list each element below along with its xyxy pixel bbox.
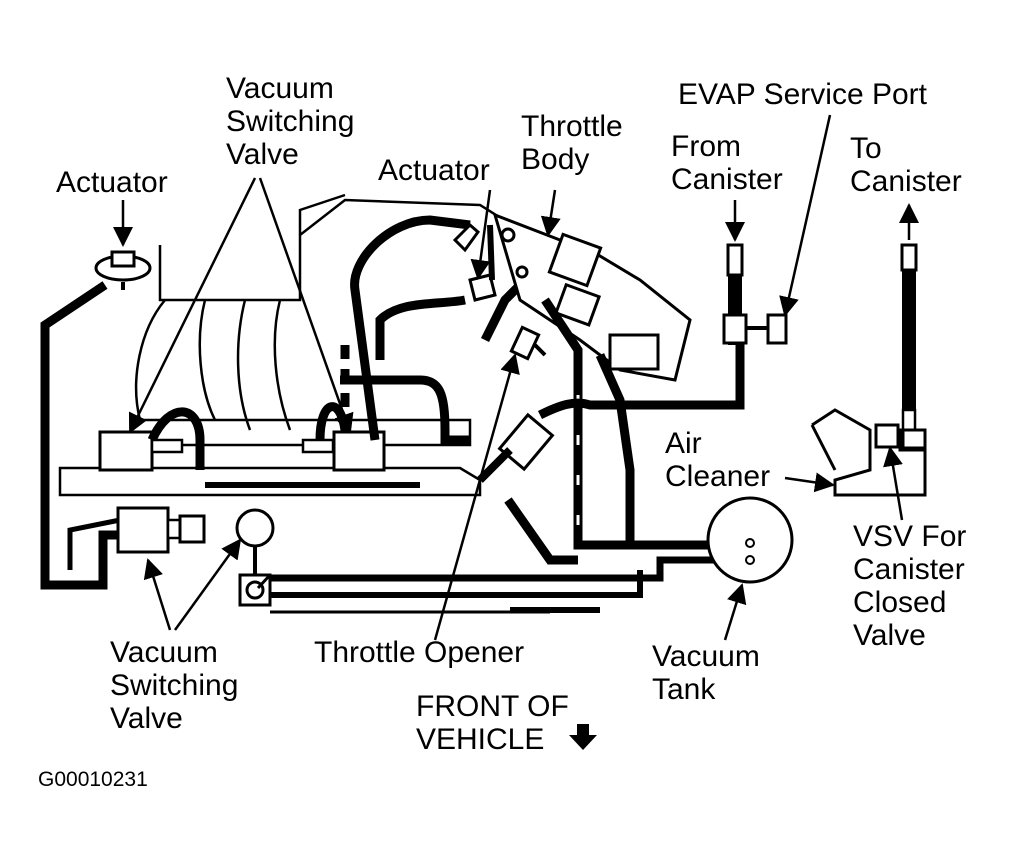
- label-actuator-left: Actuator: [56, 166, 168, 199]
- label-vacuum-switching-valve-bottom: Vacuum Switching Valve: [110, 636, 239, 735]
- actuator-center: [452, 222, 497, 302]
- evap-service-port: [722, 243, 788, 345]
- label-vacuum-tank: Vacuum Tank: [652, 640, 760, 706]
- label-vacuum-switching-valve-top: Vacuum Switching Valve: [226, 72, 355, 171]
- engine-outline: [58, 193, 521, 497]
- label-throttle-opener: Throttle Opener: [314, 636, 525, 669]
- vsv-canister-closed-valve: [810, 243, 927, 497]
- hose-left-inner: [67, 517, 121, 570]
- label-throttle-body: Throttle Body: [521, 110, 623, 176]
- label-from-canister: From Canister: [671, 130, 783, 196]
- label-vsv-canister-closed-valve: VSV For Canister Closed Valve: [853, 520, 967, 652]
- vacuum-tank: [706, 496, 794, 584]
- figure-id: G00010231: [38, 768, 148, 791]
- hose-throttle-to-tank: [504, 297, 745, 565]
- round-valve: [235, 508, 275, 607]
- air-cleaner-duct: [477, 340, 745, 483]
- throttle-body: [492, 212, 692, 382]
- actuator-left: [94, 250, 152, 290]
- label-evap-service-port: EVAP Service Port: [678, 78, 927, 111]
- label-to-canister: To Canister: [850, 132, 962, 198]
- front-arrow-icon: [569, 724, 597, 750]
- label-actuator-center: Actuator: [378, 154, 490, 187]
- label-air-cleaner: Air Cleaner: [665, 427, 771, 493]
- vsv-lower: [116, 506, 206, 554]
- leader-lines: [113, 114, 919, 641]
- hose-center: [340, 215, 524, 445]
- throttle-opener: [509, 325, 547, 361]
- hose-left-loop: [40, 281, 120, 590]
- vsv-upper-left: [98, 407, 205, 472]
- hose-lower-lines: [270, 556, 745, 614]
- label-front-of-vehicle: FRONT OF VEHICLE: [416, 690, 569, 756]
